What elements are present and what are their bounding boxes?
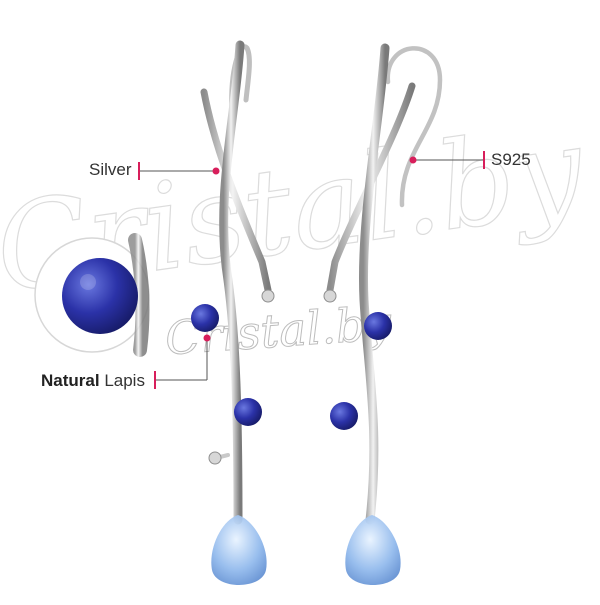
left-branch-bead <box>261 289 275 303</box>
right-lapis-bead-1 <box>364 312 392 340</box>
magnifier-stem <box>128 233 150 357</box>
callout-s925 <box>409 151 485 169</box>
left-lapis-bead-2 <box>234 398 262 426</box>
right-branch-bead <box>323 289 337 303</box>
left-lapis-bead-1 <box>191 304 219 332</box>
left-twig-bead <box>208 451 222 465</box>
callout-s925-dot <box>409 156 417 164</box>
right-hook <box>385 46 443 208</box>
left-main-stem <box>219 40 245 525</box>
callout-silver <box>138 162 220 180</box>
left-earring <box>191 40 275 585</box>
callout-lapis <box>154 334 211 389</box>
magnifier-highlight <box>80 274 96 290</box>
label-natural-lapis: Natural Lapis <box>41 371 145 391</box>
left-drop <box>211 515 267 585</box>
right-drop <box>345 515 401 585</box>
callout-silver-dot <box>212 167 220 175</box>
magnifier-lapis <box>62 258 138 334</box>
right-main-stem <box>359 43 390 525</box>
right-earring <box>323 43 443 585</box>
label-silver: Silver <box>89 160 132 180</box>
label-s925-text: S925 <box>491 150 531 169</box>
left-short-branch <box>200 88 272 294</box>
right-lapis-bead-2 <box>330 402 358 430</box>
label-lapis-rest: Lapis <box>104 371 145 390</box>
callout-lapis-dot <box>203 334 211 342</box>
label-lapis-bold: Natural <box>41 371 100 390</box>
label-s925: S925 <box>491 150 531 170</box>
magnifier <box>34 233 150 357</box>
label-silver-text: Silver <box>89 160 132 179</box>
